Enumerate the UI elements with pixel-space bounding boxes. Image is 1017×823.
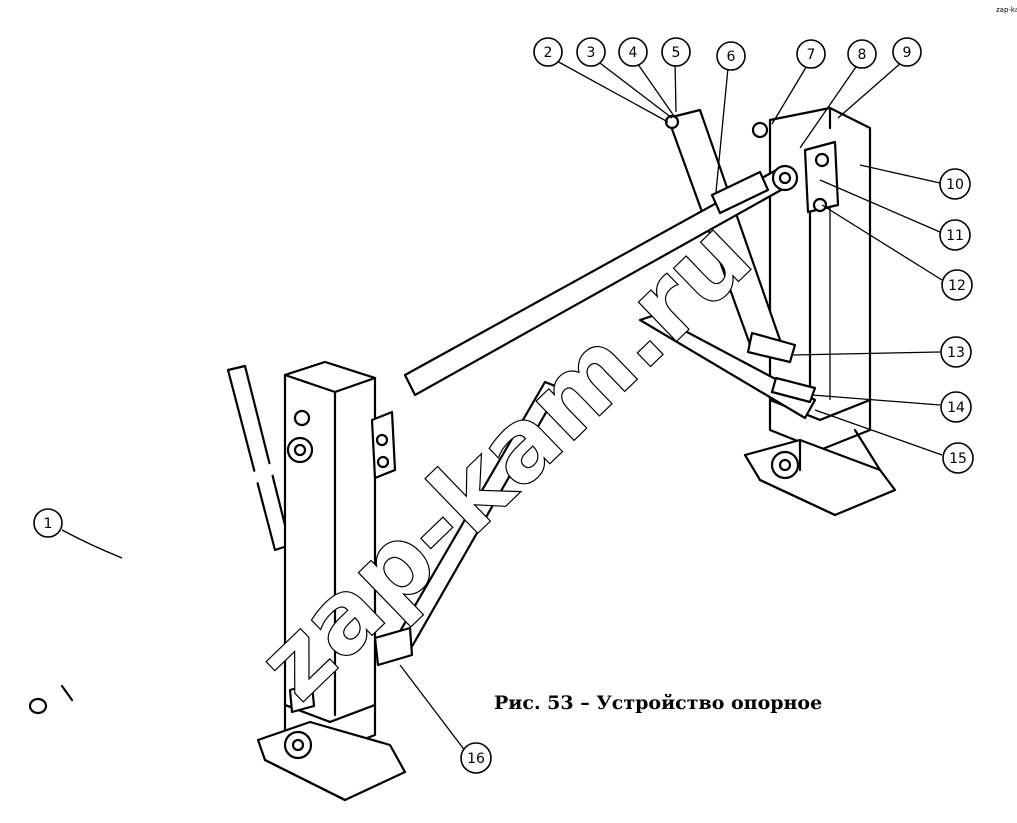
callout-10: 10 bbox=[939, 168, 971, 200]
figure-caption: Рис. 53 – Устройство опорное bbox=[494, 692, 822, 714]
callout-5: 5 bbox=[661, 37, 691, 67]
corner-mark: zap-kam bbox=[996, 6, 1017, 14]
svg-text:5: 5 bbox=[672, 45, 681, 61]
svg-text:8: 8 bbox=[858, 47, 867, 63]
svg-text:14: 14 bbox=[947, 400, 965, 416]
right-brace-arms bbox=[638, 108, 817, 420]
left-brace-arm bbox=[226, 364, 292, 552]
callout-6: 6 bbox=[716, 41, 746, 71]
svg-text:16: 16 bbox=[467, 751, 485, 767]
callout-13: 13 bbox=[940, 336, 972, 368]
svg-text:4: 4 bbox=[629, 45, 638, 61]
callout-3: 3 bbox=[576, 37, 606, 67]
callout-9: 9 bbox=[892, 37, 922, 67]
transverse-shaft bbox=[403, 114, 799, 397]
callout-15: 15 bbox=[942, 442, 974, 474]
callout-7: 7 bbox=[796, 39, 826, 69]
callout-14: 14 bbox=[940, 391, 972, 423]
callout-11: 11 bbox=[939, 219, 971, 251]
svg-text:1: 1 bbox=[44, 516, 53, 532]
svg-text:9: 9 bbox=[903, 45, 912, 61]
svg-text:7: 7 bbox=[807, 47, 816, 63]
svg-text:12: 12 bbox=[948, 278, 966, 294]
callout-12: 12 bbox=[941, 269, 973, 301]
svg-text:15: 15 bbox=[949, 451, 967, 467]
left-support-leg bbox=[256, 360, 407, 802]
svg-text:11: 11 bbox=[946, 228, 964, 244]
callout-16: 16 bbox=[460, 742, 492, 774]
leader-lines bbox=[61, 59, 943, 753]
callout-1: 1 bbox=[33, 508, 63, 538]
callout-2: 2 bbox=[533, 37, 563, 67]
crank-handle bbox=[28, 449, 306, 715]
callout-4: 4 bbox=[618, 37, 648, 67]
svg-text:2: 2 bbox=[544, 45, 553, 61]
callout-8: 8 bbox=[847, 39, 877, 69]
svg-text:3: 3 bbox=[587, 45, 596, 61]
svg-text:13: 13 bbox=[947, 345, 965, 361]
svg-text:10: 10 bbox=[946, 177, 964, 193]
svg-text:6: 6 bbox=[727, 49, 736, 65]
diagonal-brace bbox=[373, 380, 562, 667]
